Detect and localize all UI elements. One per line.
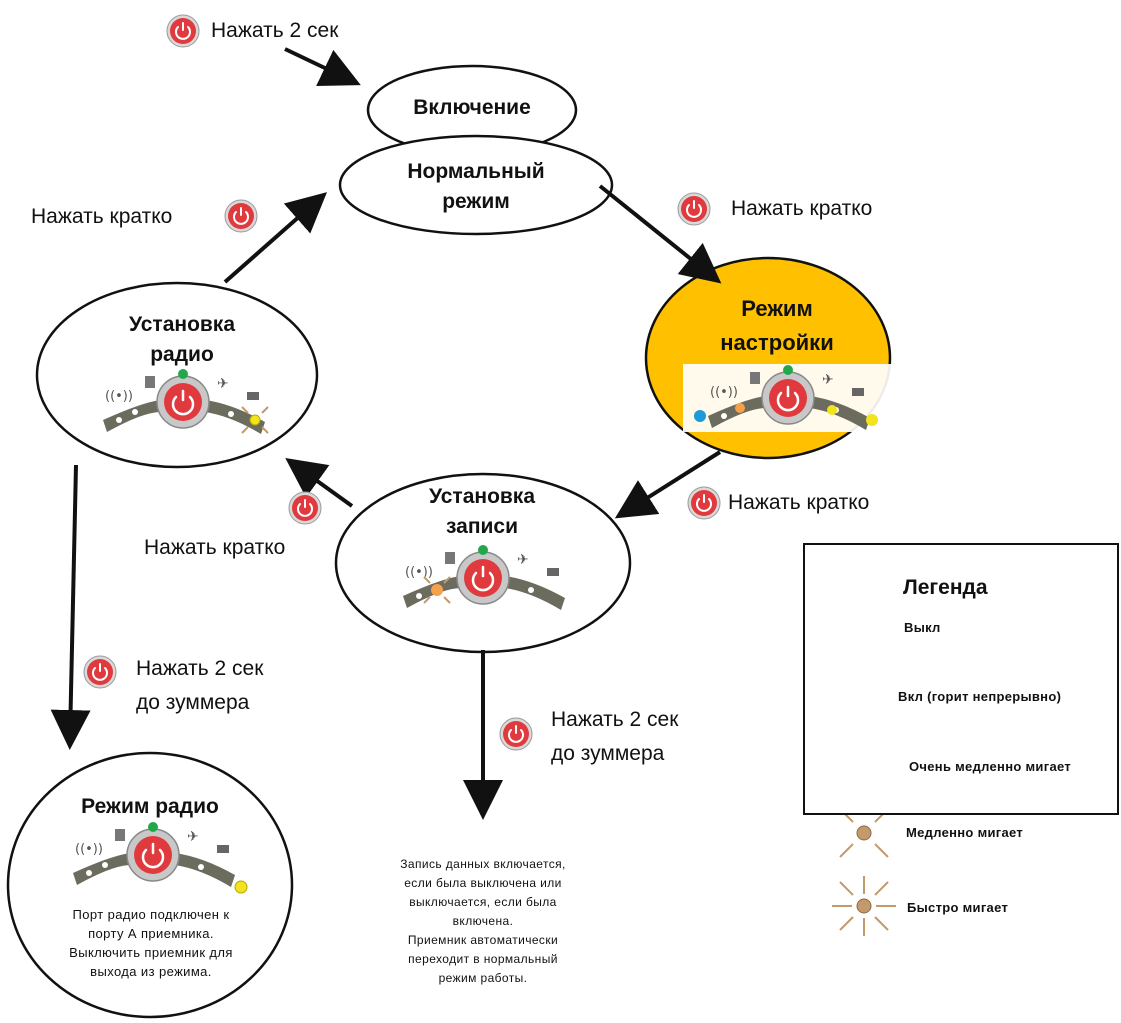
radio-setup-line1: Установка — [129, 313, 235, 336]
arrow-to-power-on — [284, 47, 361, 86]
arrow-record-to-radio-setup — [285, 457, 354, 508]
note-line: Запись данных включается, — [400, 857, 566, 871]
setup-mode-line2: настройки — [720, 330, 834, 355]
led-fast-blink-icon — [832, 876, 896, 936]
node-record-setup-label: Установка записи — [392, 482, 572, 542]
legend-box — [803, 543, 1119, 815]
note-line: переходит в нормальный — [408, 952, 558, 966]
node-power-on-label: Включение — [372, 93, 572, 123]
note-line: выхода из режима. — [90, 964, 212, 979]
power-on-text: Включение — [413, 96, 531, 119]
press-2s-center-line1: Нажать 2 сек — [551, 708, 679, 731]
node-radio-mode-label: Режим радио — [40, 792, 260, 822]
press-2s-left-line2: до зуммера — [136, 691, 250, 714]
arrow-radio-setup-to-normal — [223, 192, 328, 284]
label-press-short-left: Нажать кратко — [31, 205, 173, 228]
legend-title: Легенда — [903, 576, 988, 599]
press-2s-left-line1: Нажать 2 сек — [136, 657, 264, 680]
note-line: Приемник автоматически — [407, 933, 559, 947]
node-radio-setup-label: Установка радио — [92, 310, 272, 370]
normal-mode-line1: Нормальный — [407, 160, 545, 183]
label-press-short-mid-left: Нажать кратко — [144, 536, 286, 559]
label-press-short-right: Нажать кратко — [731, 197, 873, 220]
arrow-setup-to-record — [614, 450, 722, 519]
normal-mode-line2: режим — [442, 190, 510, 213]
record-note: Запись данных включается, если была выкл… — [368, 855, 598, 988]
note-line: если была выключена или — [404, 876, 562, 890]
power-icon — [677, 192, 711, 226]
legend-item-label: Очень медленно мигает — [909, 759, 1071, 774]
press-2s-center-line2: до зуммера — [551, 742, 665, 765]
node-setup-mode-label: Режим настройки — [682, 292, 872, 360]
radio-mode-text: Режим радио — [81, 795, 219, 818]
power-icon — [499, 717, 533, 751]
note-line: Выключить приемник для — [69, 945, 233, 960]
note-line: выключается, если была — [409, 895, 557, 909]
note-line: Порт радио подключен к — [72, 907, 230, 922]
note-line: режим работы. — [438, 971, 528, 985]
radio-mode-panel-icon — [71, 820, 248, 894]
label-press-2s-center: Нажать 2 сек до зуммера — [551, 707, 741, 767]
legend-item-label: Медленно мигает — [906, 825, 1024, 840]
label-press-2s-top: Нажать 2 сек — [211, 19, 339, 42]
legend-item-label: Вкл (горит непрерывно) — [898, 689, 1062, 704]
note-line: порту А приемника. — [88, 926, 214, 941]
radio-setup-line2: радио — [150, 343, 214, 366]
power-icon — [687, 486, 721, 520]
node-radio-mode — [6, 751, 294, 1019]
record-setup-panel-icon — [401, 543, 567, 612]
record-setup-line2: записи — [445, 515, 519, 538]
arrow-radio-setup-to-radio-mode — [50, 464, 91, 750]
legend-item-label: Выкл — [904, 620, 941, 635]
note-line: включена. — [452, 914, 514, 928]
arrow-normal-to-setup — [598, 184, 722, 284]
power-icon — [83, 655, 117, 689]
power-icon — [166, 14, 200, 48]
setup-mode-panel-icon — [694, 363, 878, 432]
power-icon — [288, 491, 322, 525]
node-normal-mode — [338, 134, 614, 236]
transition-arrows — [50, 47, 722, 820]
label-press-2s-left: Нажать 2 сек до зуммера — [136, 656, 326, 716]
power-icon — [224, 199, 258, 233]
record-setup-line1: Установка — [429, 485, 535, 508]
radio-mode-note: Порт радио подключен к порту А приемника… — [35, 905, 267, 981]
radio-setup-panel-icon — [101, 367, 269, 436]
led-slow-blink-icon — [839, 808, 889, 858]
legend-item-label: Быстро мигает — [907, 900, 1009, 915]
label-press-short-mid-right: Нажать кратко — [728, 491, 870, 514]
setup-mode-line1: Режим — [741, 296, 813, 321]
node-normal-mode-label: Нормальный режим — [370, 157, 582, 217]
